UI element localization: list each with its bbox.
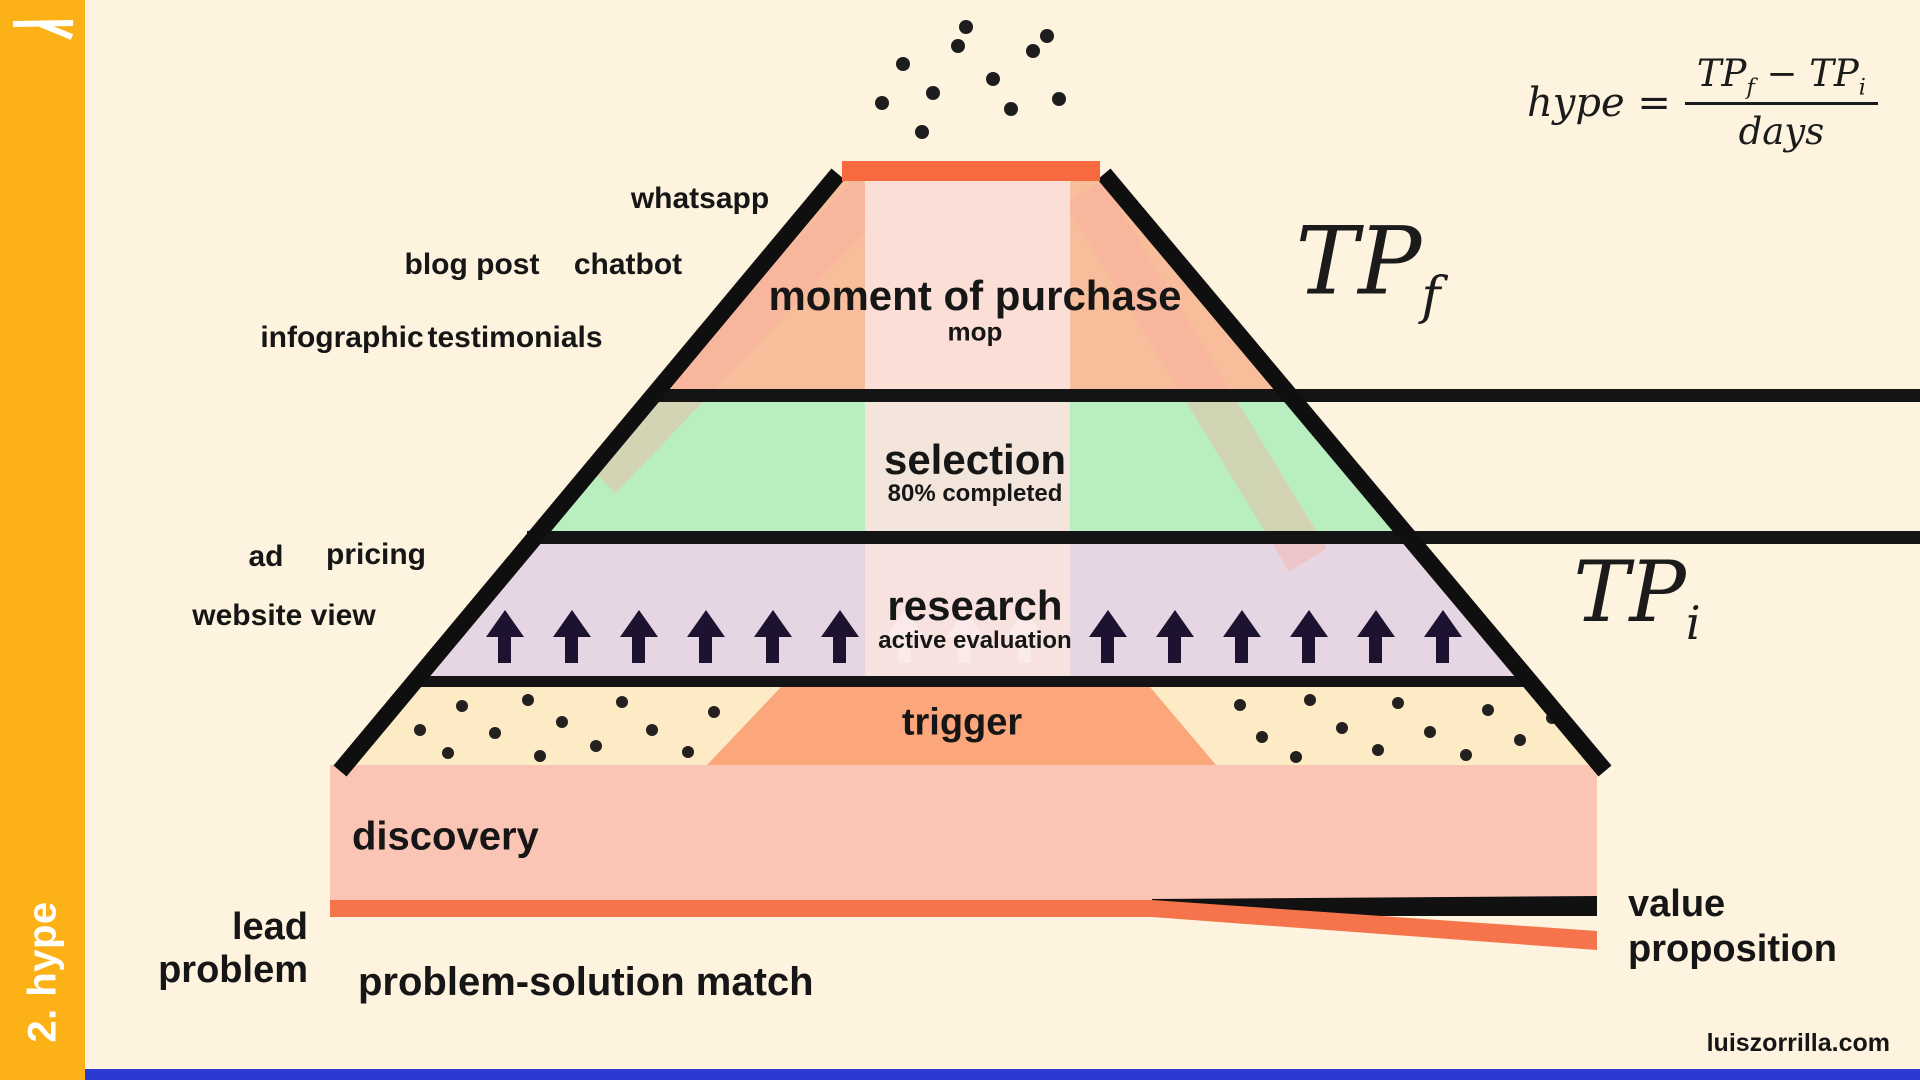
trigger-title: trigger — [901, 701, 1023, 744]
eruption-dots — [875, 20, 1066, 139]
bottom-lines — [330, 896, 1597, 950]
lead-problem-label: lead problem — [158, 906, 308, 993]
selection-title: selection — [883, 436, 1067, 483]
formula-fraction: TPf − TPi days — [1684, 52, 1878, 153]
discovery-title: discovery — [352, 814, 539, 859]
sidebar: 2. hype — [0, 0, 85, 1080]
label-chatbot: chatbot — [573, 248, 683, 281]
problem-solution-label: problem-solution match — [358, 960, 814, 1004]
lambda-logo — [12, 20, 74, 40]
label-testimonials: testimonials — [427, 321, 603, 354]
left-slope-edge — [333, 168, 845, 777]
formula-numerator: TPf − TPi — [1684, 52, 1878, 105]
research-trigger-line — [408, 676, 1532, 687]
lava-streaks — [584, 181, 1327, 572]
lead-problem-line — [330, 900, 1154, 917]
center-column — [865, 181, 1070, 687]
credit-link: luiszorrilla.com — [1706, 1029, 1890, 1057]
label-pricing: pricing — [325, 538, 427, 571]
hype-formula: hype = TPf − TPi days — [1527, 52, 1878, 153]
tp-initial-line — [527, 531, 1920, 544]
crater-rim — [842, 161, 1100, 181]
selection-subtitle: 80% completed — [887, 480, 1063, 507]
formula-denominator: days — [1738, 110, 1825, 153]
tp-final-marker: TPf — [1295, 207, 1441, 327]
footer-bar — [85, 1069, 1920, 1080]
label-whatsapp: whatsapp — [630, 182, 770, 215]
value-proposition-label: value proposition — [1628, 882, 1837, 972]
label-ad: ad — [248, 540, 284, 573]
label-infographic: infographic — [260, 321, 424, 354]
lead-problem-line2: problem — [158, 949, 308, 992]
research-title: research — [887, 582, 1063, 629]
mop-subtitle: mop — [947, 316, 1003, 347]
label-website-view: website view — [192, 599, 376, 632]
research-subtitle: active evaluation — [878, 627, 1072, 654]
ghost-arrows — [886, 610, 1044, 663]
tp-initial-marker: TPi — [1573, 543, 1701, 650]
label-blog-post: blog post — [404, 248, 540, 281]
lead-problem-line1: lead — [231, 906, 308, 948]
mop-title: moment of purchase — [768, 272, 1182, 319]
value-proposition-line2: proposition — [1628, 927, 1837, 970]
value-proposition-line1: value — [1628, 883, 1726, 925]
right-slope-edge — [1097, 168, 1612, 777]
section-title: 2. hype — [20, 901, 65, 1043]
value-prop-orange-line — [1152, 900, 1597, 950]
discovery-band — [330, 765, 1597, 905]
trigger-center-shape — [707, 687, 1216, 765]
formula-lhs: hype = — [1527, 79, 1671, 126]
research-arrows — [486, 610, 1462, 663]
